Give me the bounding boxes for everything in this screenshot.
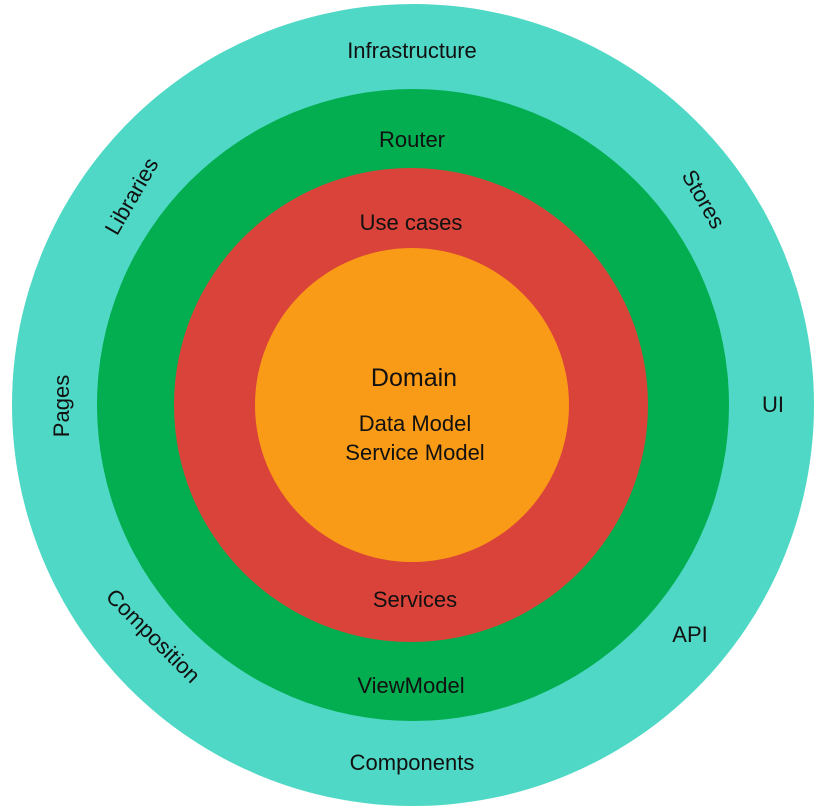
data-model-label: Data Model bbox=[359, 411, 472, 436]
domain-core bbox=[255, 248, 569, 562]
infrastructure-title: Infrastructure bbox=[347, 38, 477, 63]
viewmodel-label: ViewModel bbox=[357, 673, 464, 698]
services-label: Services bbox=[373, 587, 457, 612]
components-label: Components bbox=[350, 750, 475, 775]
service-model-label: Service Model bbox=[345, 440, 484, 465]
pages-label: Pages bbox=[49, 375, 74, 437]
router-label: Router bbox=[379, 127, 445, 152]
domain-title: Domain bbox=[371, 364, 457, 392]
use-cases-label: Use cases bbox=[360, 210, 463, 235]
api-label: API bbox=[672, 622, 707, 647]
ui-label: UI bbox=[762, 392, 784, 417]
